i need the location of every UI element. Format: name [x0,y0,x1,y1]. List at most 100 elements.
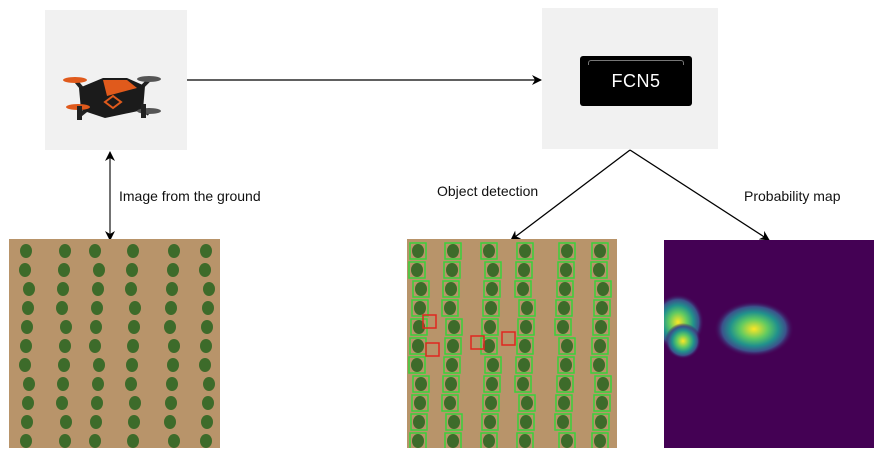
crop-plant [593,358,605,372]
crop-detection-box [481,318,499,336]
crop-plant [519,244,531,258]
crop-plant [560,358,572,372]
crop-detection-box [555,299,573,317]
crop-plant [58,358,70,372]
crop-detection-box [483,375,501,393]
crop-detection-box [483,280,501,298]
crop-plant [558,301,570,315]
crop-detection-box [517,318,535,336]
crop-plant [444,396,456,410]
weed-detection-box [470,335,485,350]
crop-plant [125,282,137,296]
crop-plant [93,358,105,372]
crop-plant [445,282,457,296]
crop-plant [411,358,423,372]
crop-detection-box [515,356,533,374]
crop-plant [57,377,69,391]
weed-detection-box [422,314,437,329]
crop-plant [201,415,213,429]
crop-plant [91,396,103,410]
fcn-label: FCN5 [611,71,661,91]
crop-detection-box [593,394,611,412]
crop-plant [596,301,608,315]
crop-detection-box [514,375,532,393]
crop-plant [561,434,573,448]
crop-detection-box [556,375,574,393]
crop-plant [597,282,609,296]
crop-plant [93,263,105,277]
crop-plant [559,377,571,391]
crop-detection-box [517,413,535,431]
crop-plant [518,263,530,277]
crop-detection-box [554,413,572,431]
crop-detection-box [480,242,498,260]
crop-plant [597,377,609,391]
crop-detection-box [558,432,576,448]
crop-plant [414,396,426,410]
crop-plant [89,434,101,448]
crop-detection-box [411,394,429,412]
crop-plant [559,282,571,296]
crop-plant [128,320,140,334]
crop-plant [127,434,139,448]
crop-plant [200,339,212,353]
crop-plant [126,358,138,372]
crop-plant [92,282,104,296]
crop-plant [90,320,102,334]
crop-plant [560,263,572,277]
crop-plant [487,263,499,277]
crop-rows-illustration [9,239,220,448]
crop-plant [200,434,212,448]
crop-plant [56,396,68,410]
crop-plant [487,358,499,372]
crop-plant [486,282,498,296]
crop-detection-box [445,413,463,431]
crop-plant [484,415,496,429]
crop-plant [596,396,608,410]
object-detection-caption: Object detection [437,183,539,199]
crop-plant [126,263,138,277]
crop-detection-box [480,337,498,355]
crop-detection-box [409,432,427,448]
crop-plant [558,396,570,410]
crop-plant [595,320,607,334]
crop-plant [521,396,533,410]
crop-plant [166,282,178,296]
crop-plant [19,358,31,372]
crop-plant [517,282,529,296]
crop-detection-box [442,375,460,393]
crop-plant [484,320,496,334]
crop-plant [60,320,72,334]
crop-plant [594,434,606,448]
object-detection-image [407,239,617,448]
crop-plant [412,244,424,258]
crop-detection-box [558,242,576,260]
crop-plant [23,377,35,391]
crop-plant [167,263,179,277]
crop-plant [60,415,72,429]
crop-plant [414,301,426,315]
crop-detection-box [481,413,499,431]
probability-heatmap [664,240,874,448]
crop-plant [202,396,214,410]
crop-plant [164,320,176,334]
crop-plant [125,377,137,391]
crop-detection-box [410,413,428,431]
crop-plant [200,244,212,258]
crop-plant [203,377,215,391]
crop-detection-box [516,337,534,355]
crop-plant [89,339,101,353]
crop-detection-box [482,394,500,412]
crop-detection-box [516,432,534,448]
crop-detection-box [592,413,610,431]
crop-detection-box [590,356,608,374]
crop-plant [485,396,497,410]
crop-plant [166,377,178,391]
crop-detection-box [594,375,612,393]
crop-detection-box [441,394,459,412]
crop-plant [21,415,33,429]
crop-plant [446,263,458,277]
fcn-device-icon: FCN5 [580,56,692,106]
crop-plant [594,339,606,353]
